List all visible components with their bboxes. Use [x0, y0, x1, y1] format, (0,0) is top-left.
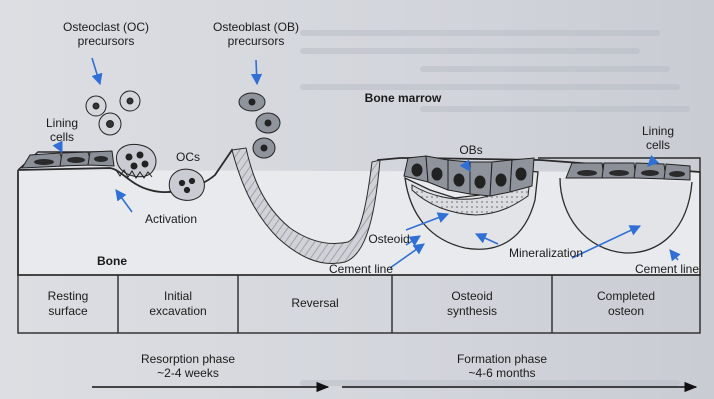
stage-label-initial-excavation: Initial excavation — [118, 289, 238, 319]
obs-label: OBs — [453, 143, 489, 157]
stage-label-reversal: Reversal — [238, 296, 392, 311]
cement-line-center-label: Cement line — [322, 262, 400, 276]
lining-cells-right — [566, 163, 690, 180]
ocs-label: OCs — [170, 150, 206, 164]
bone-marrow-label: Bone marrow — [348, 91, 458, 105]
resorption-phase-label: Resorption phase ~2-4 weeks — [120, 352, 256, 380]
oc-precursors-label: Osteoclast (OC) precursors — [60, 20, 152, 48]
cement-line-right-label: Cement line — [628, 262, 706, 276]
lining-cells-left-label: Lining cells — [40, 116, 84, 144]
stage-label-resting-surface: Resting surface — [18, 289, 118, 319]
bone-label: Bone — [90, 254, 134, 268]
ob-precursors-label: Osteoblast (OB) precursors — [205, 20, 307, 48]
osteoclast-precursor-cells — [86, 91, 140, 135]
lining-cells-right-label: Lining cells — [636, 124, 680, 152]
osteoid-label: Osteoid — [362, 232, 416, 246]
stage-label-completed-osteon: Completed osteon — [552, 289, 700, 319]
stage-label-osteoid-synthesis: Osteoid synthesis — [392, 289, 552, 319]
formation-phase-label: Formation phase ~4-6 months — [432, 352, 572, 380]
mineralization-label: Mineralization — [500, 246, 592, 260]
activation-label: Activation — [136, 212, 206, 226]
